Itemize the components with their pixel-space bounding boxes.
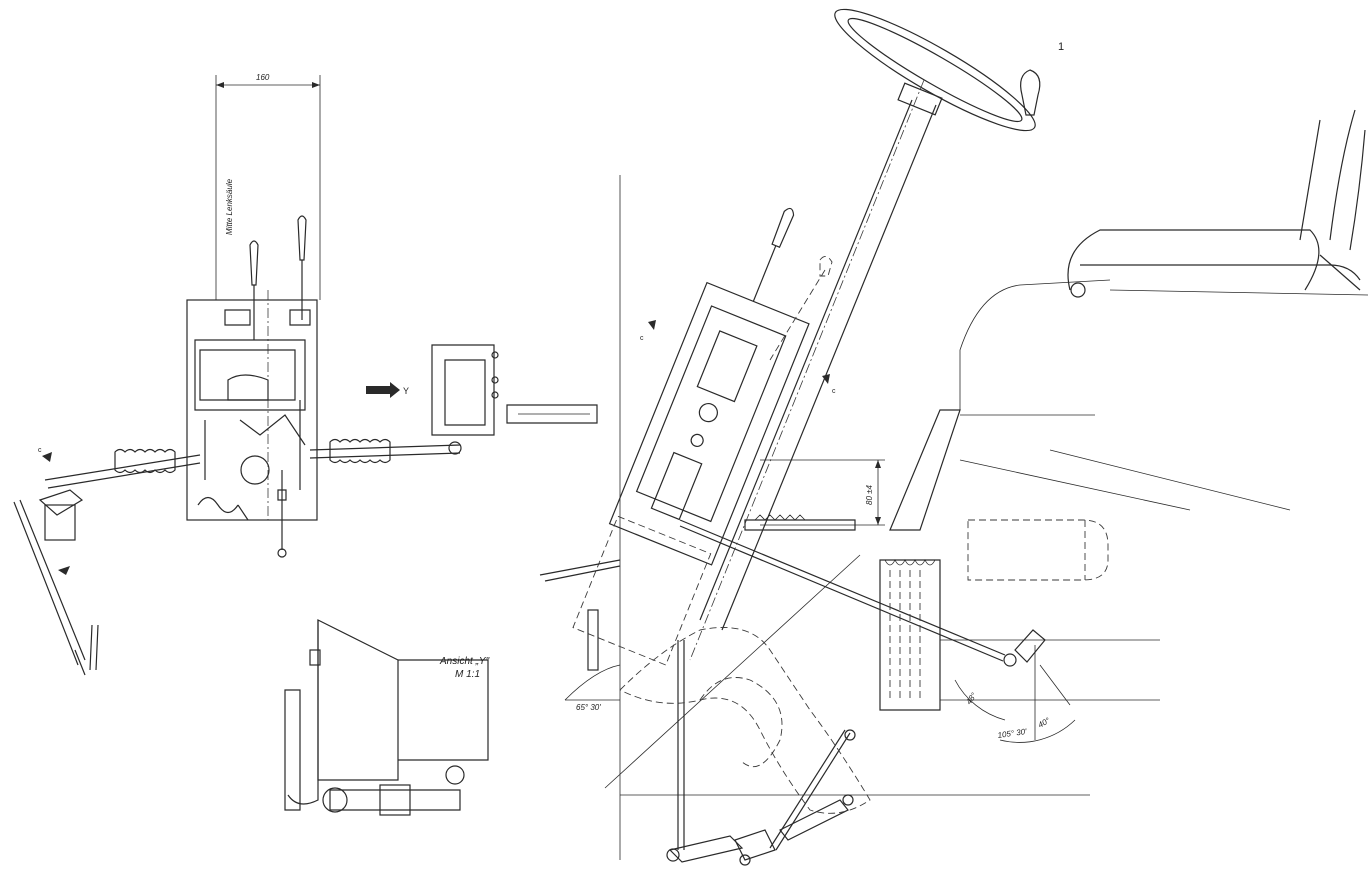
steering-axis-label: Mitte Lenksäule (225, 178, 234, 235)
view-y-detail: Ansicht „Y" M 1:1 (284, 619, 490, 816)
vertical-dimension-label: 80 ±4 (865, 484, 874, 505)
view-arrow-icon (366, 382, 400, 398)
angle-main-label: 65° 30' (576, 703, 601, 712)
svg-text:c: c (38, 447, 42, 454)
steering-wheel-icon (834, 8, 1036, 132)
svg-text:c: c (640, 335, 644, 342)
dimension-160-label: 160 (256, 73, 270, 82)
front-view: 160 Mitte Lenksäule (13, 73, 598, 676)
part-number: 1 (1058, 41, 1064, 53)
angle-b-label: 40° (1037, 715, 1053, 729)
angle-a-label: 48° (964, 690, 979, 706)
side-view: 1 c c (539, 8, 1368, 866)
svg-text:c: c (832, 388, 836, 395)
angle-c-label: 105° 30' (997, 727, 1028, 740)
view-arrow-label: Y (403, 386, 409, 396)
view-scale: M 1:1 (455, 669, 480, 680)
view-title: Ansicht „Y" (439, 656, 490, 667)
